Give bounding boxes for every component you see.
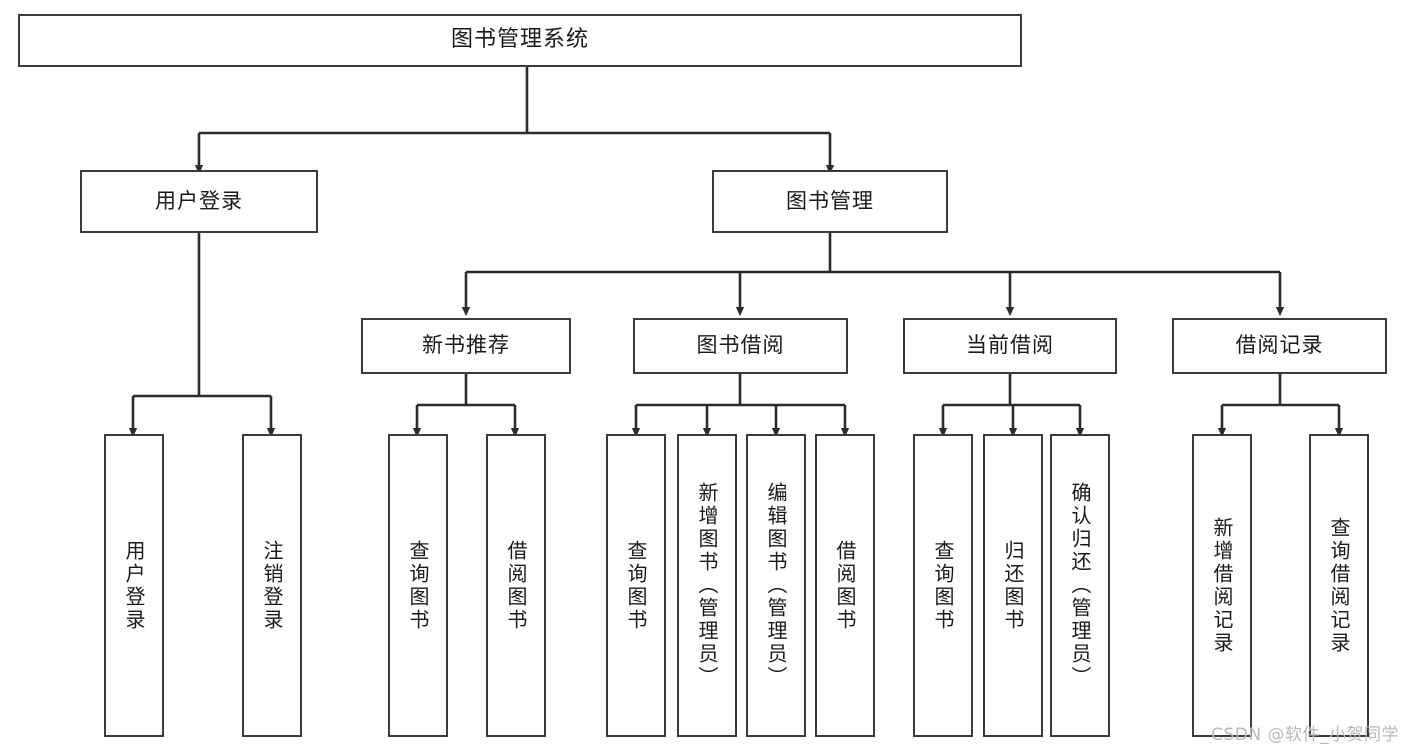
leaf-return-book[interactable]: 归还图书 xyxy=(983,434,1043,737)
leaf-label: 新增图书（管理员） xyxy=(695,482,719,689)
leaf-label: 查询图书 xyxy=(624,539,648,632)
leaf-label: 编辑图书（管理员） xyxy=(764,482,788,689)
leaf-label: 确认归还（管理员） xyxy=(1068,482,1092,689)
leaf-query-book-borrow[interactable]: 查询图书 xyxy=(606,434,666,737)
node-root-system[interactable]: 图书管理系统 xyxy=(18,14,1022,67)
csdn-watermark: CSDN @软件_小贺同学 xyxy=(1211,725,1399,745)
leaf-label: 归还图书 xyxy=(1001,539,1025,632)
leaf-borrow-book-recommend[interactable]: 借阅图书 xyxy=(486,434,546,737)
leaf-edit-book-admin[interactable]: 编辑图书（管理员） xyxy=(746,434,806,737)
node-label: 新书推荐 xyxy=(422,333,510,358)
leaf-query-borrow-record[interactable]: 查询借阅记录 xyxy=(1309,434,1369,737)
leaf-label: 查询借阅记录 xyxy=(1327,516,1351,655)
leaf-label: 用户登录 xyxy=(122,539,146,632)
leaf-label: 借阅图书 xyxy=(504,539,528,632)
node-book-management[interactable]: 图书管理 xyxy=(712,170,948,233)
leaf-confirm-return-admin[interactable]: 确认归还（管理员） xyxy=(1050,434,1110,737)
leaf-label: 注销登录 xyxy=(260,539,284,632)
leaf-borrow-book[interactable]: 借阅图书 xyxy=(815,434,875,737)
leaf-label: 借阅图书 xyxy=(833,539,857,632)
node-label: 用户登录 xyxy=(155,188,243,213)
leaf-query-book-current[interactable]: 查询图书 xyxy=(913,434,973,737)
node-label: 图书借阅 xyxy=(696,333,785,358)
node-label: 图书管理系统 xyxy=(450,27,589,53)
leaf-add-book-admin[interactable]: 新增图书（管理员） xyxy=(677,434,737,737)
leaf-query-book-recommend[interactable]: 查询图书 xyxy=(388,434,448,737)
node-book-borrow[interactable]: 图书借阅 xyxy=(633,318,848,374)
node-label: 借阅记录 xyxy=(1235,333,1324,358)
leaf-label: 查询图书 xyxy=(406,539,430,632)
node-new-book-recommend[interactable]: 新书推荐 xyxy=(361,318,571,374)
node-user-login[interactable]: 用户登录 xyxy=(80,170,318,233)
leaf-label: 新增借阅记录 xyxy=(1210,516,1234,655)
node-label: 图书管理 xyxy=(786,188,874,213)
node-label: 当前借阅 xyxy=(966,333,1054,358)
leaf-logout[interactable]: 注销登录 xyxy=(242,434,302,737)
node-borrow-record[interactable]: 借阅记录 xyxy=(1172,318,1387,374)
leaf-label: 查询图书 xyxy=(931,539,955,632)
leaf-add-borrow-record[interactable]: 新增借阅记录 xyxy=(1192,434,1252,737)
node-current-borrow[interactable]: 当前借阅 xyxy=(903,318,1117,374)
leaf-user-login[interactable]: 用户登录 xyxy=(104,434,164,737)
